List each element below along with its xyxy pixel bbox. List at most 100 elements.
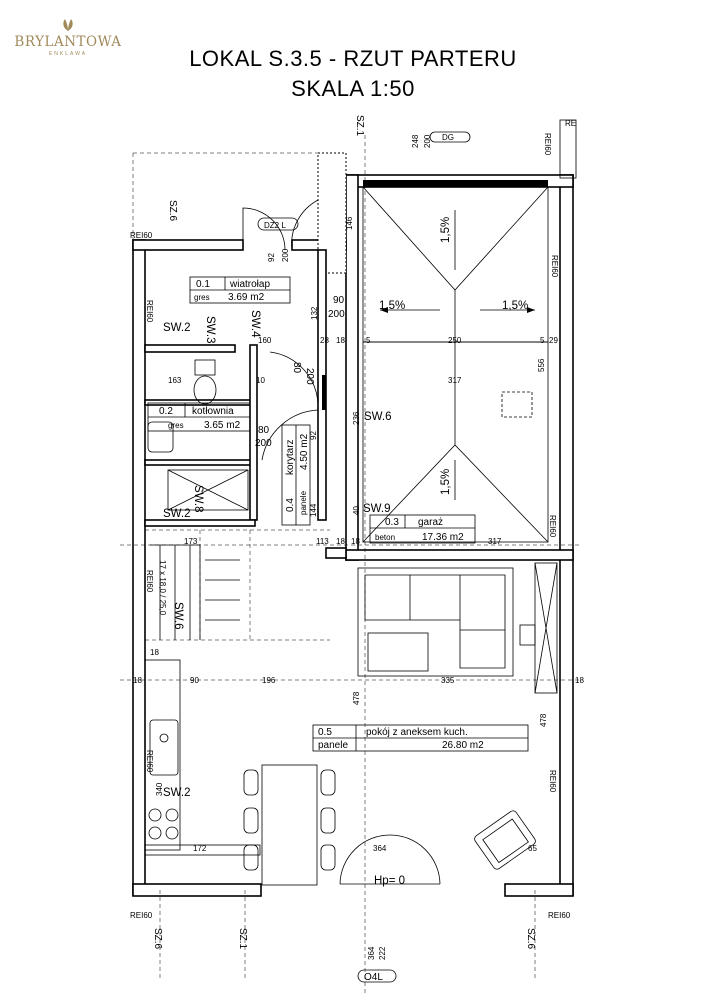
dim-317-b: 317 [488,537,502,546]
title-line-2: SKALA 1:50 [291,76,415,101]
section-sz6-bottom-left: SZ.6 [152,928,163,950]
page-title: LOKAL S.3.5 - RZUT PARTERU SKALA 1:50 [0,44,706,104]
dim-196: 196 [262,676,276,685]
dim-144: 144 [309,503,318,517]
dim-92-a: 92 [267,253,276,262]
label-rei60-10: REI60 [548,911,571,920]
door-80-b: 80 [258,425,270,436]
door-90: 90 [333,295,345,306]
wall-sw2-b: SW.2 [163,508,190,520]
room-05-number: 0.5 [318,727,332,738]
label-rei60-6: REI60 [145,300,154,323]
dim-556: 556 [537,358,546,372]
walls [132,152,574,897]
dim-29: 29 [549,336,558,345]
dim-172: 172 [193,844,207,853]
room-01-area: 3.69 m2 [228,292,265,303]
room-05-name: pokój z aneksem kuch. [366,727,468,738]
dim-478-b: 478 [539,713,548,727]
wall-sw4: SW.4 [249,310,261,338]
dim-248: 248 [411,134,420,148]
label-rei60-5: REI60 [548,770,557,793]
dim-65: 65 [528,844,537,853]
room-03-floor: beton [375,533,395,542]
door-dz2l: DZ2 L [264,221,286,230]
door-200-b: 200 [255,438,272,449]
label-rei60-1: REI60 [130,231,153,240]
section-o4l: O4L [364,972,383,983]
dimensions: 248 200 146 92 200 132 160 28 18 5 250 5… [133,134,584,960]
dim-146: 146 [345,216,354,230]
label-rei60-4: REI60 [548,515,557,538]
logo-brand: BRYLANTOWA [14,34,122,50]
dim-160: 160 [258,336,272,345]
dim-18-c: 18 [351,537,360,546]
dim-18-b: 18 [336,537,345,546]
door-200-c: 200 [304,368,315,385]
room-02-number: 0.2 [159,406,173,417]
doors [242,199,441,885]
dim-92-b: 92 [309,431,318,440]
dim-40: 40 [352,506,361,515]
door-200: 200 [328,309,345,320]
right-column [559,119,577,179]
room-02-floor: gres [168,421,184,430]
section-sz1-bottom: SZ.1 [237,928,248,950]
room-05-floor: panele [318,740,348,751]
room-04-number: 0.4 [285,498,296,512]
dim-335: 335 [441,676,455,685]
slope-top: 1,5% [440,217,452,243]
porch-outline [132,152,318,240]
dim-236: 236 [352,411,361,425]
garage [362,180,549,543]
level-mark: Hp= 0 [374,875,405,887]
room-02-area: 3.65 m2 [204,420,241,431]
wall-sw3: SW.3 [204,316,216,343]
room-03-name: garaż [418,517,443,528]
logo: BRYLANTOWA ENKLAWA [8,18,128,64]
wall-sw6-stairs: SW.6 [172,602,184,629]
leaf-logo-icon [63,19,73,31]
label-rei60-3: REI60 [550,255,559,278]
label-rei60-7: REI60 [145,570,154,593]
dim-18-a: 18 [336,336,345,345]
dim-5-a: 5 [366,336,371,345]
section-dg: DG [442,133,454,142]
label-rei60-2: REI60 [543,133,552,156]
label-rei60-9: REI60 [130,911,153,920]
dim-222: 222 [378,946,387,960]
label-re: RE [565,119,576,128]
title-line-1: LOKAL S.3.5 - RZUT PARTERU [189,46,517,71]
room-04-floor: panele [299,490,308,515]
room-04-area: 4.50 m2 [299,433,310,470]
dim-163: 163 [168,376,182,385]
section-sz1-top: SZ.1 [354,115,365,137]
room-01-name: wiatrołap [229,279,270,290]
dim-200-a: 200 [281,248,290,262]
dim-18-d: 18 [150,648,159,657]
wall-sw9: SW.9 [363,503,390,515]
dim-113: 113 [316,537,329,546]
door-80: 80 [291,362,302,374]
room-02-name: kotłownia [192,406,234,417]
room-05-area: 26.80 m2 [442,740,484,751]
stairs-label: 17 x 18,0 / 25,0 [158,560,167,616]
stairs [145,529,330,641]
dim-478-a: 478 [352,691,361,705]
dim-10: 10 [256,376,265,385]
dim-317-a: 317 [448,376,462,385]
wall-sw2-c: SW.2 [163,787,190,799]
section-sz6-left: SZ.6 [167,200,178,222]
wall-sw6: SW.6 [364,411,391,423]
section-sz6-bottom-right: SZ.6 [525,928,536,950]
dim-250: 250 [448,336,462,345]
dim-173: 173 [184,537,198,546]
dim-364-a: 364 [373,844,387,853]
wall-sw8: SW.8 [192,485,204,512]
slope-bottom: 1,5% [440,469,452,495]
room-03-area: 17.36 m2 [422,532,464,543]
dim-200-top: 200 [423,134,432,148]
room-04-name: korytarz [285,439,296,475]
room-01-floor: gres [194,293,210,302]
dim-340: 340 [155,782,164,796]
